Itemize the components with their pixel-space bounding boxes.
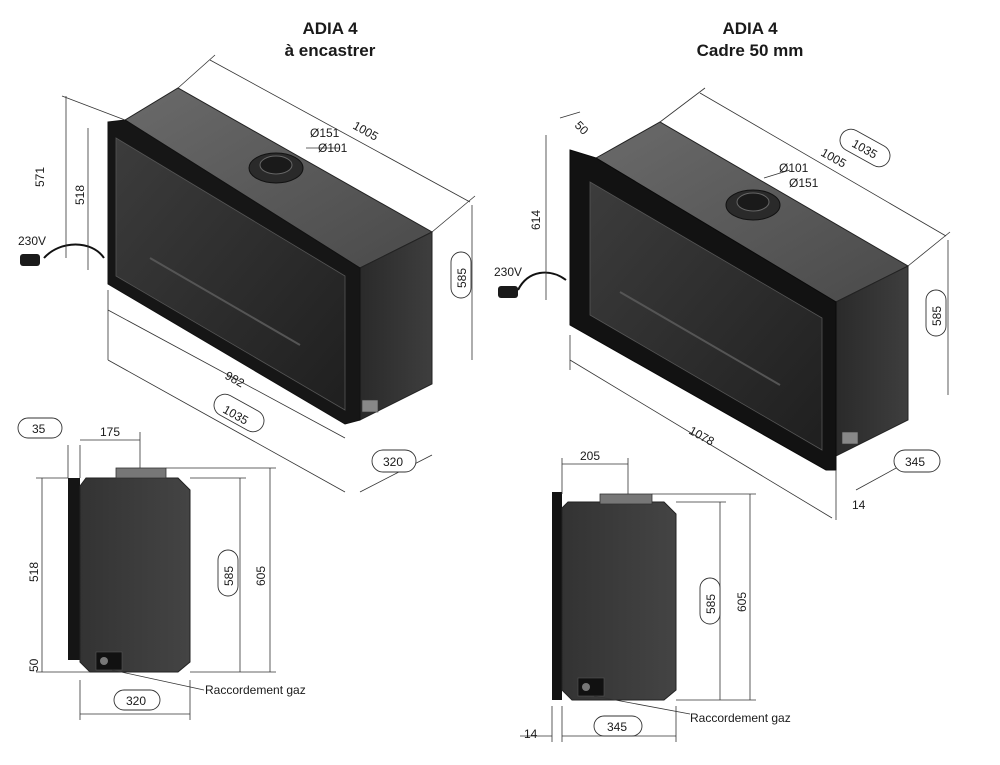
left-side-height-glass: 518 [27,562,41,582]
left-side-gas-label: Raccordement gaz [205,683,306,697]
left-side-front-frame [68,478,80,660]
left-side-height-body-pill [217,549,239,597]
right-iso-dia-outer: Ø151 [789,176,819,190]
right-iso-glass [589,181,823,451]
left-iso-width-glass: 982 [223,368,248,390]
right-side-height-body: 585 [704,594,718,614]
right-iso-flue-inner [736,192,770,212]
right-side-depth: 345 [607,720,627,734]
left-iso-depth-pill [371,449,417,473]
left-side-offset: 35 [32,422,46,436]
right-iso-gas-box [841,431,859,445]
left-side-height-total: 605 [254,566,268,586]
right-side-gas-label: Raccordement gaz [690,711,791,725]
right-iso-voltage: 230V [494,265,522,279]
right-iso-height-total: 614 [529,210,543,230]
right-side-height-body-pill [699,577,721,625]
left-iso-height-side-pill [450,251,472,299]
right-iso-view: 50 1035 1005 Ø101 Ø151 614 230V 585 1078… [494,87,951,520]
left-iso-glass [115,137,346,411]
left-side-gas-box [95,651,123,671]
left-title: ADIA 4 à encastrer [235,18,425,62]
right-iso-power-cable [517,271,567,291]
right-side-front-frame [552,492,562,700]
left-iso-dia-inner: Ø101 [318,141,348,155]
right-side-chimney [599,493,653,505]
left-side-body [79,477,191,673]
right-side-frame-depth: 14 [524,727,538,741]
left-iso-voltage: 230V [18,234,46,248]
left-iso-power-cable [43,243,105,259]
left-iso-height-glass: 518 [73,185,87,205]
right-iso-height-side: 585 [930,306,944,326]
right-side-view: 205 585 605 14 Raccordement gaz 345 [520,449,791,742]
right-title-line1: ADIA 4 [722,19,778,38]
left-title-line2: à encastrer [284,41,376,60]
right-iso-height-side-pill [925,289,947,337]
right-side-body [561,501,677,701]
left-iso-dia-outer: Ø151 [310,126,340,140]
right-iso-plug [498,286,518,298]
left-iso-width-total-pill [213,393,265,433]
left-iso-height-side: 585 [455,268,469,288]
left-iso-depth: 320 [383,455,403,469]
right-side-chimney-offset: 205 [580,449,600,463]
right-iso-frame: 50 [572,118,592,138]
right-iso-depth: 345 [905,455,925,469]
left-side-depth-pill [113,689,161,711]
left-side-offset-pill [17,417,63,439]
right-title-line2: Cadre 50 mm [696,41,804,60]
left-side-view: 35 175 518 50 585 605 Raccordement gaz 3… [17,417,306,720]
right-title: ADIA 4 Cadre 50 mm [655,18,845,62]
left-iso-height-total: 571 [33,167,47,187]
right-iso-dia-inner: Ø101 [779,161,809,175]
left-side-base: 50 [27,658,41,672]
left-side-chimney [115,467,167,479]
left-side-depth: 320 [126,694,146,708]
left-side-chimney-offset: 175 [100,425,120,439]
left-title-line1: ADIA 4 [302,19,358,38]
right-iso-frame-depth: 14 [852,498,866,512]
left-iso-burner [149,257,301,346]
left-iso-width-top: 1005 [351,118,381,143]
right-iso-depth-pill [893,449,941,473]
left-iso-gas-box [361,399,379,413]
left-iso-view: 1005 Ø151 Ø101 571 518 230V 585 982 1035… [18,54,476,493]
right-iso-width-total-top-pill [839,128,891,168]
right-side-gas-box [577,677,605,697]
right-side-height-total: 605 [735,592,749,612]
right-iso-width-front: 1078 [687,423,717,448]
right-iso-burner [619,291,781,386]
left-iso-plug [20,254,40,266]
left-iso-flue-inner [259,155,293,175]
left-side-height-body: 585 [222,566,236,586]
right-side-depth-pill [593,715,643,737]
